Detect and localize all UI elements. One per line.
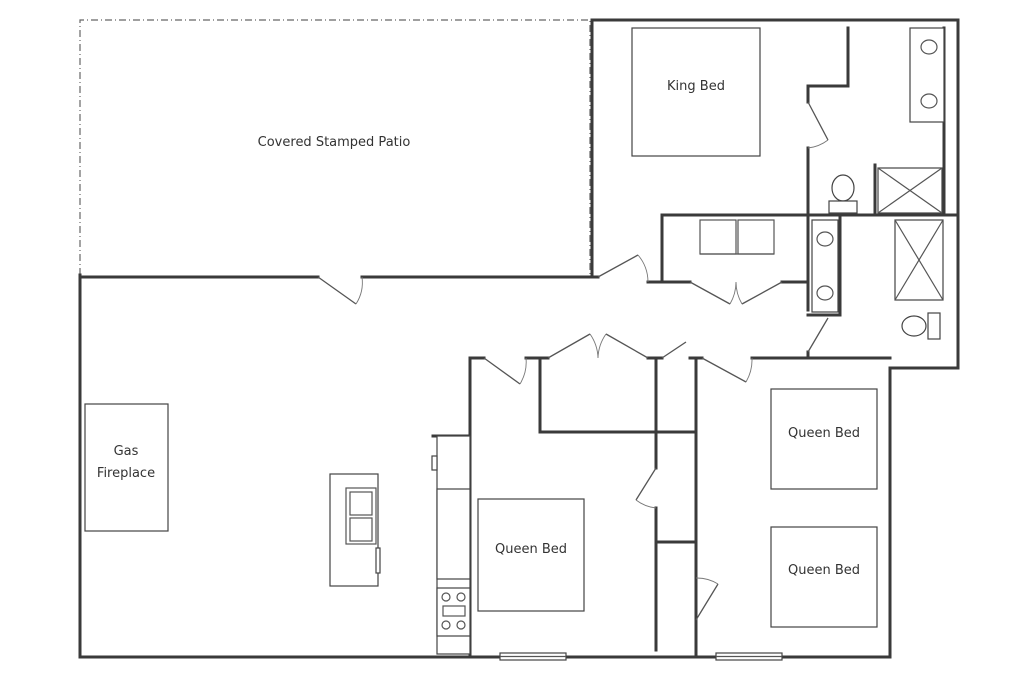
kitchen [431,435,471,655]
queen-bed-center [477,498,585,612]
fireplace-label-line1: Gas [114,444,139,459]
gas-fireplace [84,403,169,532]
second-bath-fixtures [811,219,944,340]
exterior-walls [78,18,960,659]
queen-bed-right-top [770,388,878,490]
closet-doors [699,219,775,255]
kitchen-island [329,473,381,587]
queen-bed-right-bottom-label: Queen Bed [788,563,860,578]
doors [317,101,829,621]
covered-patio [79,19,591,275]
king-bed [631,27,761,157]
fireplace-label-line2: Fireplace [97,466,155,481]
king-bed-label: King Bed [667,79,725,94]
patio-label: Covered Stamped Patio [258,135,411,150]
master-bath-fixtures [828,27,945,214]
windows [499,652,783,661]
queen-bed-center-label: Queen Bed [495,542,567,557]
furniture [84,27,878,628]
queen-bed-right-top-label: Queen Bed [788,426,860,441]
queen-bed-right-bottom [770,526,878,628]
